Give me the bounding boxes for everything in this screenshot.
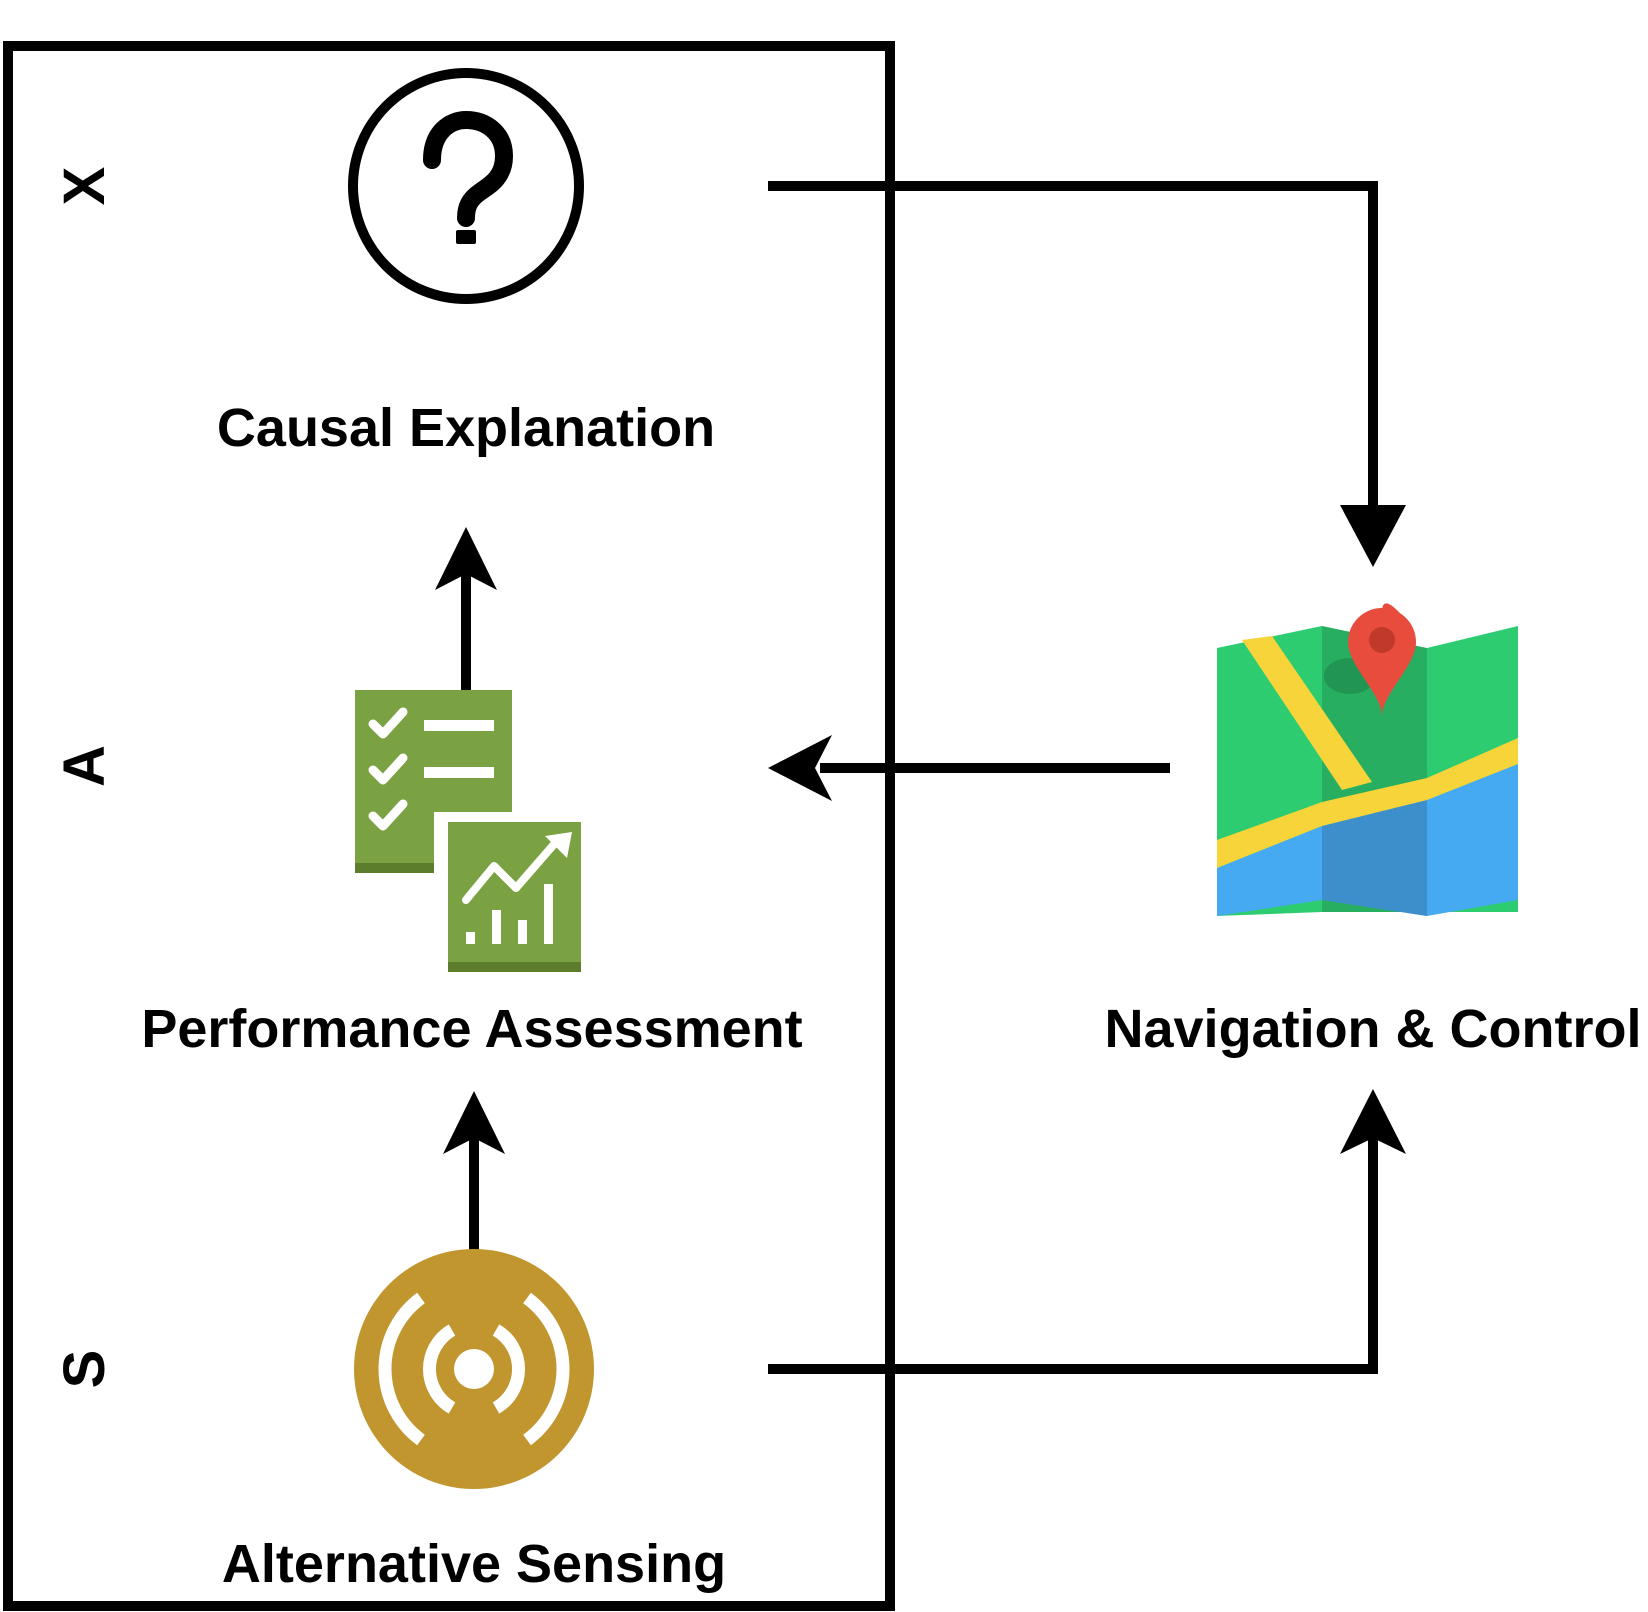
sensor-signal-icon <box>354 1249 594 1489</box>
arrowhead-up <box>443 1091 505 1154</box>
system-boundary-frame <box>3 41 895 1611</box>
node-causal-explanation[interactable]: Causal Explanation <box>217 68 715 458</box>
node-alternative-sensing[interactable]: Alternative Sensing <box>222 1249 726 1594</box>
arrowhead-up <box>435 527 497 590</box>
map-pin-icon <box>1217 603 1518 916</box>
arrowhead-up <box>1340 1089 1406 1154</box>
edge-sensing-to-performance <box>443 1091 505 1250</box>
node-label: Performance Assessment <box>141 999 802 1059</box>
edge-causal-to-navigation <box>768 181 1406 567</box>
arrowhead-down <box>1340 505 1406 567</box>
layer-label-s: S <box>52 1350 117 1389</box>
node-label: Alternative Sensing <box>222 1534 726 1594</box>
edge-performance-to-causal <box>435 527 497 690</box>
edge-navigation-to-performance <box>768 735 1170 801</box>
checklist-chart-icon <box>355 690 583 972</box>
arrowhead-left <box>768 735 832 801</box>
node-label: Causal Explanation <box>217 398 715 458</box>
node-navigation-control[interactable]: Navigation & Control <box>1105 603 1642 1059</box>
layer-label-x: X <box>52 166 117 205</box>
node-performance-assessment[interactable]: Performance Assessment <box>141 690 803 1059</box>
question-circle-icon <box>348 68 584 304</box>
edge-sensing-to-navigation <box>768 1089 1406 1374</box>
node-label: Navigation & Control <box>1105 999 1642 1059</box>
layer-label-a: A <box>52 745 117 787</box>
